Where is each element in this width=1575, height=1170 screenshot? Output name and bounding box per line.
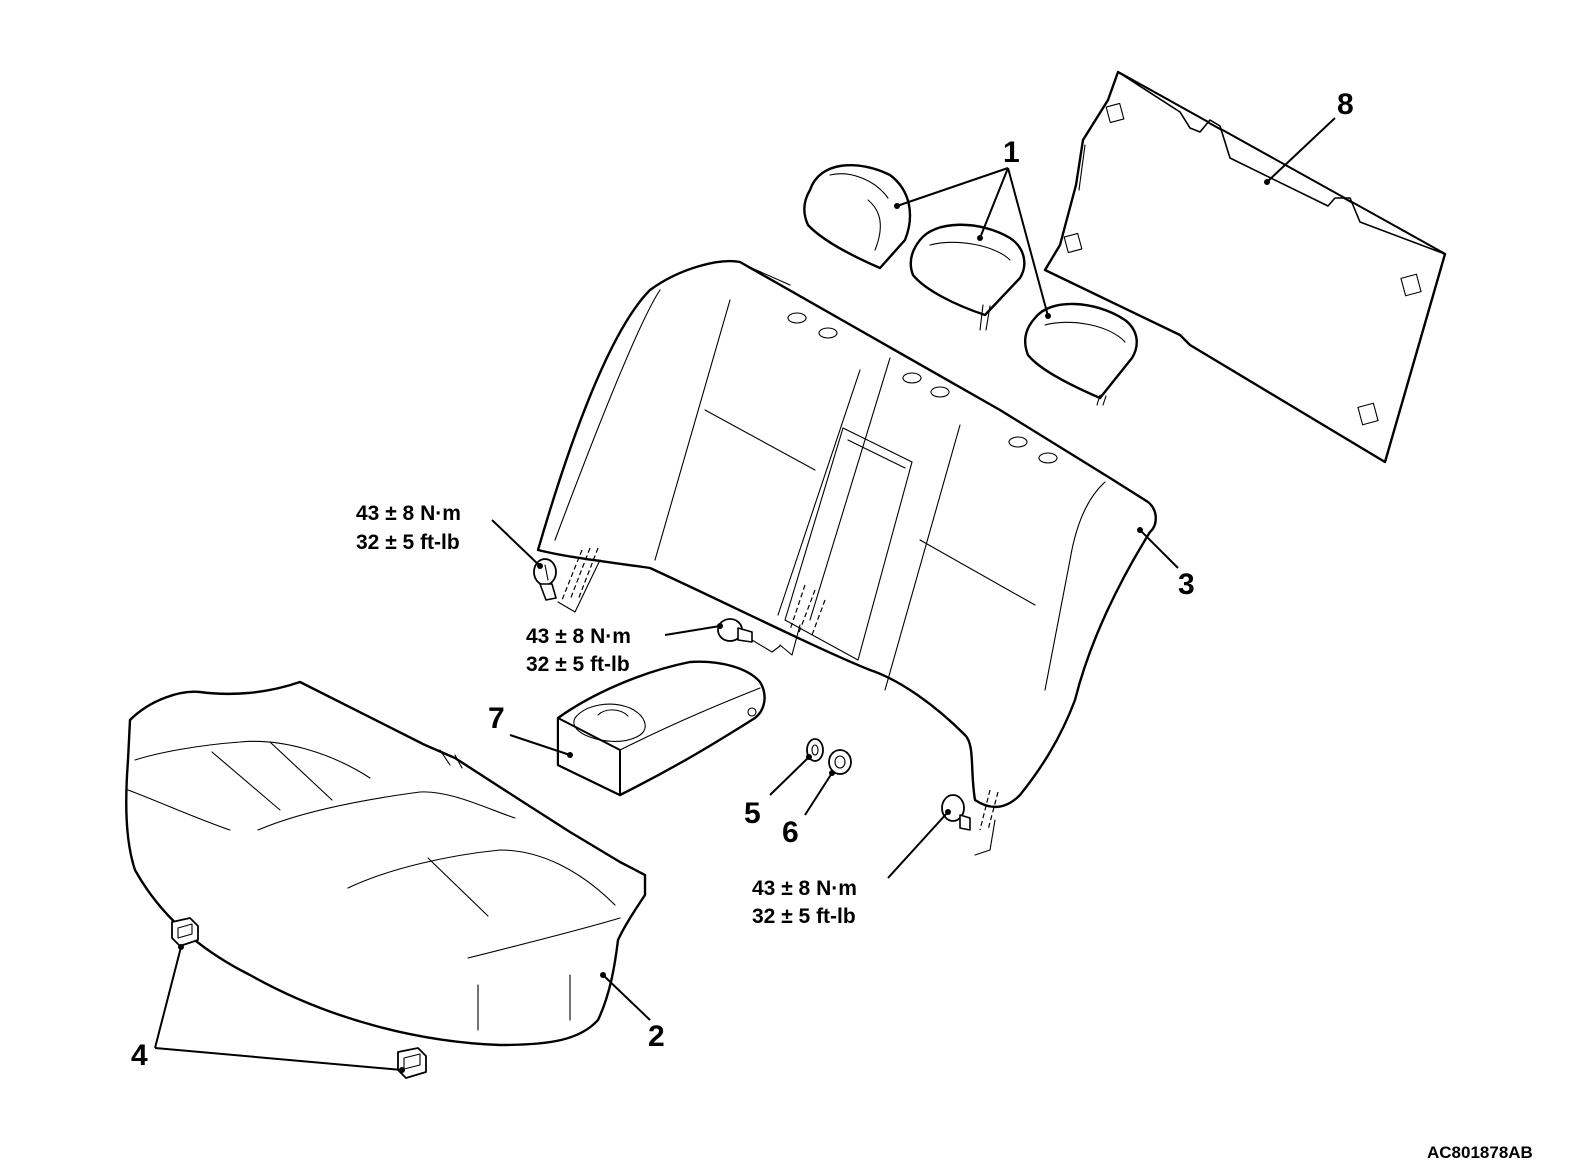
washer-6 [828,749,852,775]
cushion-clip-lower [397,1047,427,1079]
callout-3: 3 [1178,568,1195,601]
callout-2: 2 [648,1020,665,1053]
callout-6: 6 [782,816,799,849]
torque-center: 43 ± 8 N·m 32 ± 5 ft-lb [526,625,631,676]
callout-5: 5 [744,797,761,830]
armrest [556,660,766,797]
torque-metric: 43 ± 8 N·m [752,877,857,900]
callout-1: 1 [1003,136,1020,169]
headrest-left [803,164,912,270]
bolt-center [717,618,781,653]
torque-imperial: 32 ± 5 ft-lb [752,905,856,928]
torque-lower-right: 43 ± 8 N·m 32 ± 5 ft-lb [752,877,857,928]
torque-imperial: 32 ± 5 ft-lb [356,531,460,554]
back-panel [1043,70,1447,464]
torque-metric: 43 ± 8 N·m [356,502,461,525]
leader-lines [154,117,1336,1073]
buckle-slots [787,312,1058,464]
headrest-center [909,223,1026,331]
torque-upper-left: 43 ± 8 N·m 32 ± 5 ft-lb [356,502,461,554]
cushion-clip-upper [171,917,199,947]
callout-7: 7 [488,702,505,735]
callout-8: 8 [1337,88,1354,121]
headrest-right [1024,302,1138,406]
callout-4: 4 [131,1039,148,1072]
figure-id: AC801878AB [1427,1143,1533,1162]
torque-metric: 43 ± 8 N·m [526,625,631,648]
seat-cushion [125,680,647,1047]
seatback [536,260,1157,856]
torque-imperial: 32 ± 5 ft-lb [526,653,630,676]
